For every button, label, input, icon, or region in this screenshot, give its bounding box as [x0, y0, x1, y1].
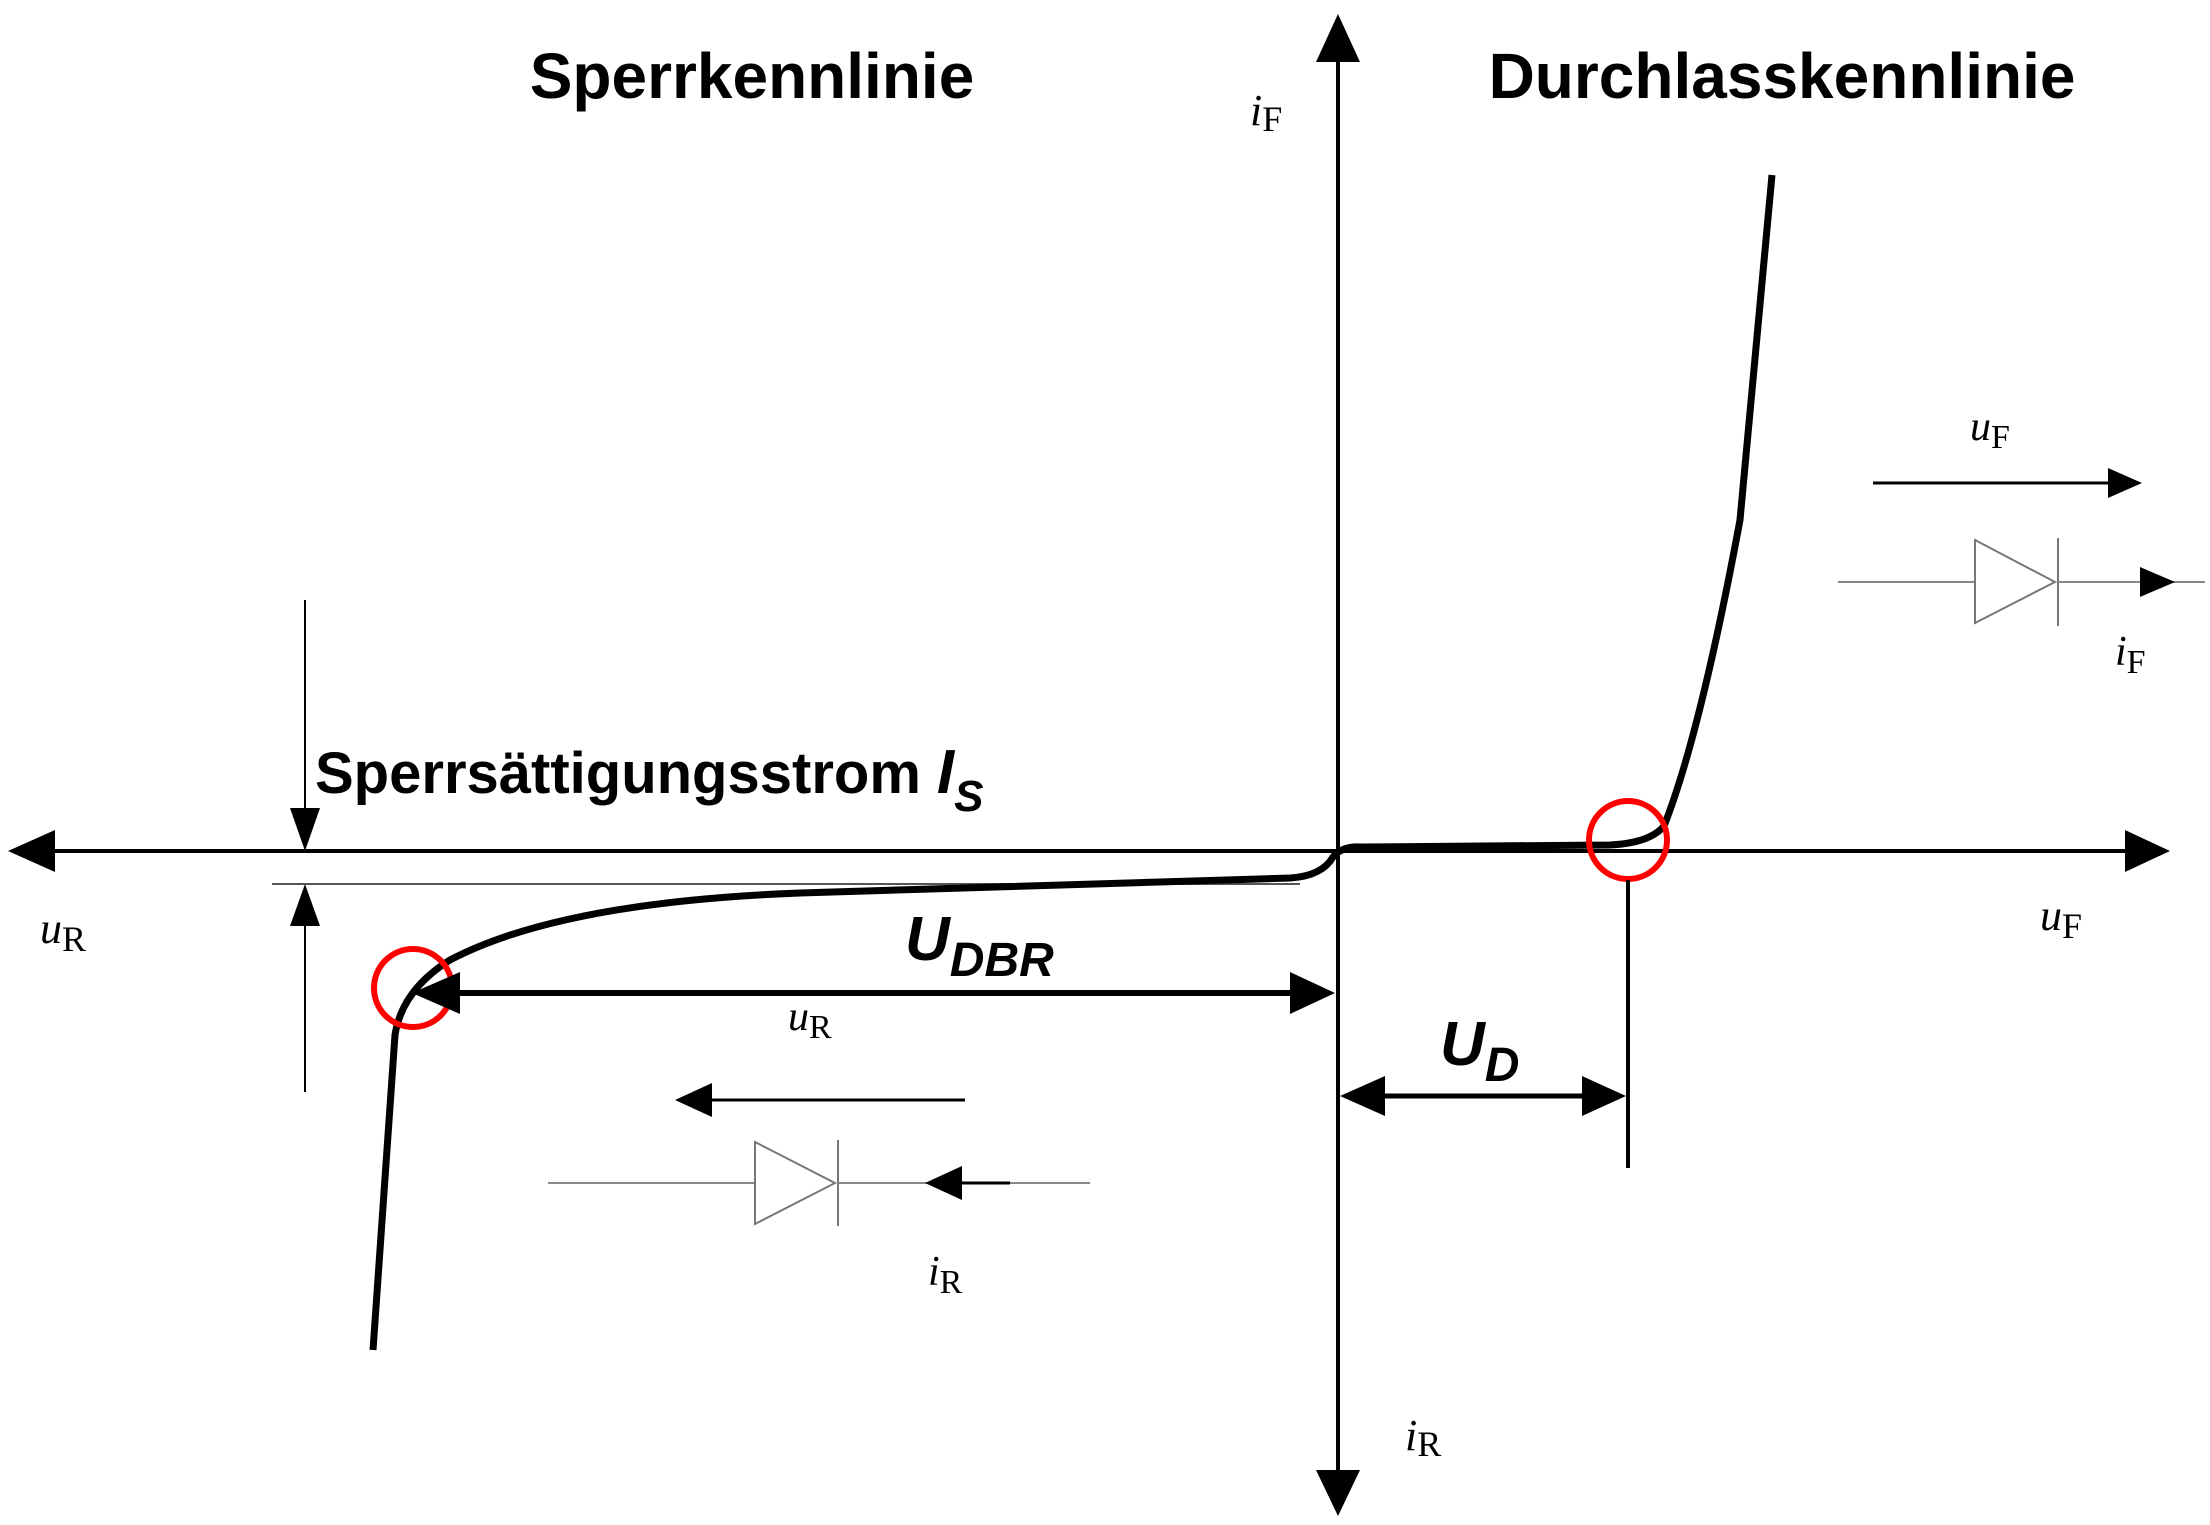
axis-arrow-left-icon: [8, 830, 55, 872]
reverse-voltage-label: uR: [788, 994, 832, 1046]
threshold-voltage-dimension: [1340, 880, 1630, 1168]
threshold-voltage-label: UD: [1440, 1010, 1519, 1092]
axis-label-uR: uR: [40, 904, 86, 959]
arrow-right-icon: [2108, 468, 2142, 498]
axis-label-uF: uF: [2040, 891, 2082, 946]
diode-icon: [1838, 538, 2205, 626]
axis-label-iF: iF: [1250, 86, 1282, 139]
forward-diode-illustration: uF iF: [1838, 404, 2205, 681]
arrow-right-icon: [1582, 1076, 1626, 1116]
reverse-diode-illustration: iR: [548, 1083, 1090, 1301]
reverse-characteristic-title: Sperrkennlinie: [530, 40, 975, 112]
axis-arrow-up-icon: [1316, 14, 1360, 62]
arrow-down-icon: [290, 808, 320, 851]
arrow-right-icon: [1290, 972, 1335, 1014]
arrow-up-icon: [290, 884, 320, 926]
axis-arrow-right-icon: [2125, 830, 2170, 872]
arrow-left-icon: [925, 1166, 962, 1200]
forward-voltage-label: uF: [1970, 404, 2010, 456]
saturation-dimension: [290, 600, 320, 1092]
breakdown-voltage-label: UDBR: [905, 905, 1054, 987]
arrow-left-icon: [675, 1083, 712, 1117]
axis-label-iR: iR: [1405, 1411, 1441, 1464]
vertical-axis: [1316, 14, 1360, 1516]
threshold-point-marker: [1586, 798, 1670, 882]
forward-characteristic-title: Durchlasskennlinie: [1489, 40, 2076, 112]
arrow-left-icon: [412, 972, 460, 1014]
arrow-right-icon: [2140, 567, 2175, 597]
diode-characteristic-curve: [369, 174, 1776, 1351]
axis-arrow-down-icon: [1316, 1470, 1360, 1516]
breakdown-voltage-dimension: [412, 972, 1335, 1014]
reverse-current-label: iR: [928, 1249, 963, 1301]
horizontal-axis: [8, 830, 2170, 872]
forward-current-label: iF: [2115, 629, 2146, 681]
arrow-left-icon: [1340, 1076, 1385, 1116]
